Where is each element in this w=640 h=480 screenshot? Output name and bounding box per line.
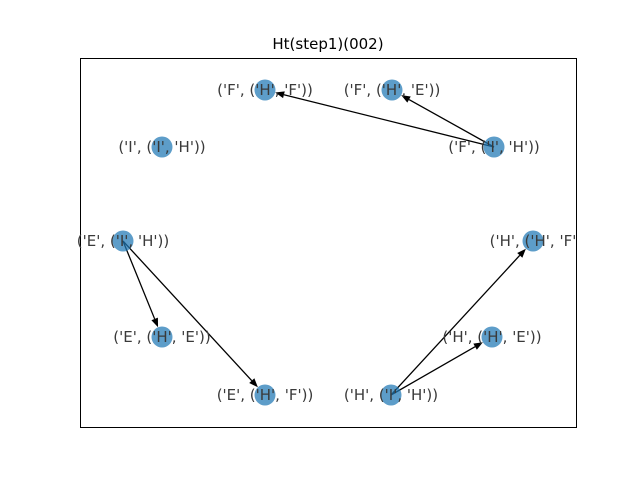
edges-layer	[122, 91, 526, 396]
node-F_I_H	[483, 136, 505, 158]
node-E_H_F	[254, 384, 276, 406]
node-label-F_I_H: ('F', ('I', 'H'))	[448, 138, 540, 156]
node-I_I_H	[151, 136, 173, 158]
labels-layer: ('F', ('H', 'F')) ('F', ('H', 'E')) ('I', …	[77, 81, 577, 404]
figure-title: Ht(step1)(002)	[272, 35, 383, 53]
node-H_I_H	[380, 384, 402, 406]
node-label-E_H_F: ('E', ('H', 'F'))	[217, 386, 314, 404]
node-label-F_H_F: ('F', ('H', 'F'))	[217, 81, 313, 99]
edge-H_I_H-to-H_H_E	[390, 346, 476, 396]
node-label-H_I_H: ('H', ('I', 'H'))	[344, 386, 438, 404]
arrowhead-F_I_H-to-F_H_F	[275, 91, 285, 99]
arrowhead-H_I_H-to-H_H_F	[517, 248, 526, 258]
node-label-F_H_E: ('F', ('H', 'E'))	[344, 81, 441, 99]
edge-F_I_H-to-F_H_F	[283, 94, 495, 148]
edge-E_I_H-to-E_H_E	[122, 240, 156, 320]
node-F_H_F	[254, 79, 276, 101]
node-label-H_H_F: ('H', ('H', 'F'	[490, 232, 577, 250]
node-label-E_I_H: ('E', ('I', 'H'))	[77, 232, 169, 250]
node-H_H_E	[481, 326, 503, 348]
node-F_H_E	[381, 79, 403, 101]
node-label-I_I_H: ('I', ('I', 'H'))	[118, 138, 205, 156]
arrowhead-F_I_H-to-F_H_E	[401, 95, 411, 103]
plot-frame	[80, 58, 577, 428]
edge-H_I_H-to-H_H_F	[390, 254, 521, 396]
node-label-H_H_E: ('H', ('H', 'E'))	[442, 328, 541, 346]
arrowhead-E_I_H-to-E_H_E	[151, 317, 159, 328]
node-E_H_E	[151, 326, 173, 348]
arrowhead-E_I_H-to-E_H_F	[249, 378, 258, 388]
edge-F_I_H-to-F_H_E	[408, 98, 495, 148]
arrowhead-H_I_H-to-H_H_E	[473, 342, 483, 350]
edge-E_I_H-to-E_H_F	[122, 240, 253, 382]
nodes-layer	[112, 79, 544, 406]
node-label-E_H_E: ('E', ('H', 'E'))	[113, 328, 210, 346]
node-H_H_F	[522, 230, 544, 252]
node-E_I_H	[112, 230, 134, 252]
